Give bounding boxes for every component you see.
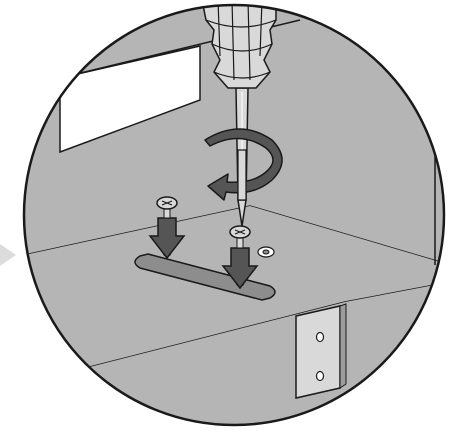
down-arrow-icon [221, 247, 259, 290]
rotation-arrow-icon [204, 128, 283, 201]
detail-frame [22, 3, 446, 427]
pointer-cue-icon [0, 244, 16, 266]
down-arrow-icon [148, 217, 186, 260]
wall-opening [59, 45, 201, 154]
bracket-icon [295, 303, 347, 399]
washer-icon [257, 246, 275, 258]
screw-icon [229, 225, 251, 249]
screw-icon [156, 196, 178, 219]
